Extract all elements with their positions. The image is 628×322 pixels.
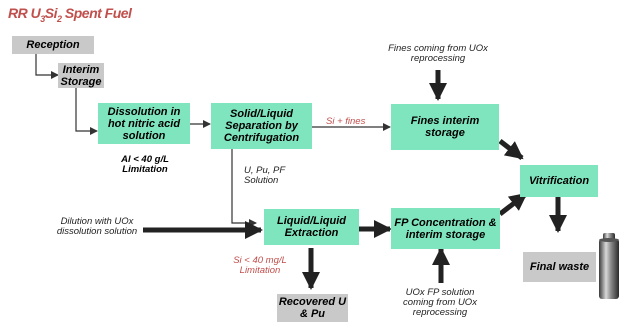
si-fines-label: Si + fines [326, 116, 366, 127]
recovered-box: Recovered U & Pu [277, 294, 348, 322]
fines-storage-box: Fines interim storage [391, 104, 499, 150]
fp-concentration-box: FP Concentration & interim storage [391, 208, 500, 249]
waste-canister-icon [599, 233, 619, 299]
uox-fp-label: UOx FP solution coming from UOx reproces… [403, 287, 477, 318]
dilution-label: Dilution with UOx dissolution solution [56, 216, 138, 237]
arrow-reception-to-storage [35, 54, 59, 79]
interim-storage-box: Interim Storage [58, 63, 104, 88]
fines-from-uox-label: Fines coming from UOx reprocessing [388, 43, 488, 64]
si-limitation-label: Si < 40 mg/L Limitation [233, 255, 287, 276]
dissolution-box: Dissolution in hot nitric acid solution [98, 103, 190, 144]
arrow-storage-to-dissolution [75, 88, 98, 135]
vitrification-box: Vitrification [520, 165, 598, 197]
arrow-fines-to-vitrification [498, 139, 524, 160]
arrow-separation-to-extraction [231, 149, 257, 227]
u-pu-pf-label: U, Pu, PF Solution [244, 165, 286, 186]
extraction-box: Liquid/Liquid Extraction [264, 209, 359, 245]
diagram-title: RR U3Si2 Spent Fuel [8, 5, 132, 24]
separation-box: Solid/Liquid Separation by Centrifugatio… [211, 103, 312, 149]
arrow-fp-to-vitrification [498, 192, 528, 216]
final-waste-box: Final waste [523, 252, 596, 282]
al-limitation-label: Al < 40 g/L Limitation [121, 154, 169, 175]
reception-box: Reception [12, 36, 94, 54]
